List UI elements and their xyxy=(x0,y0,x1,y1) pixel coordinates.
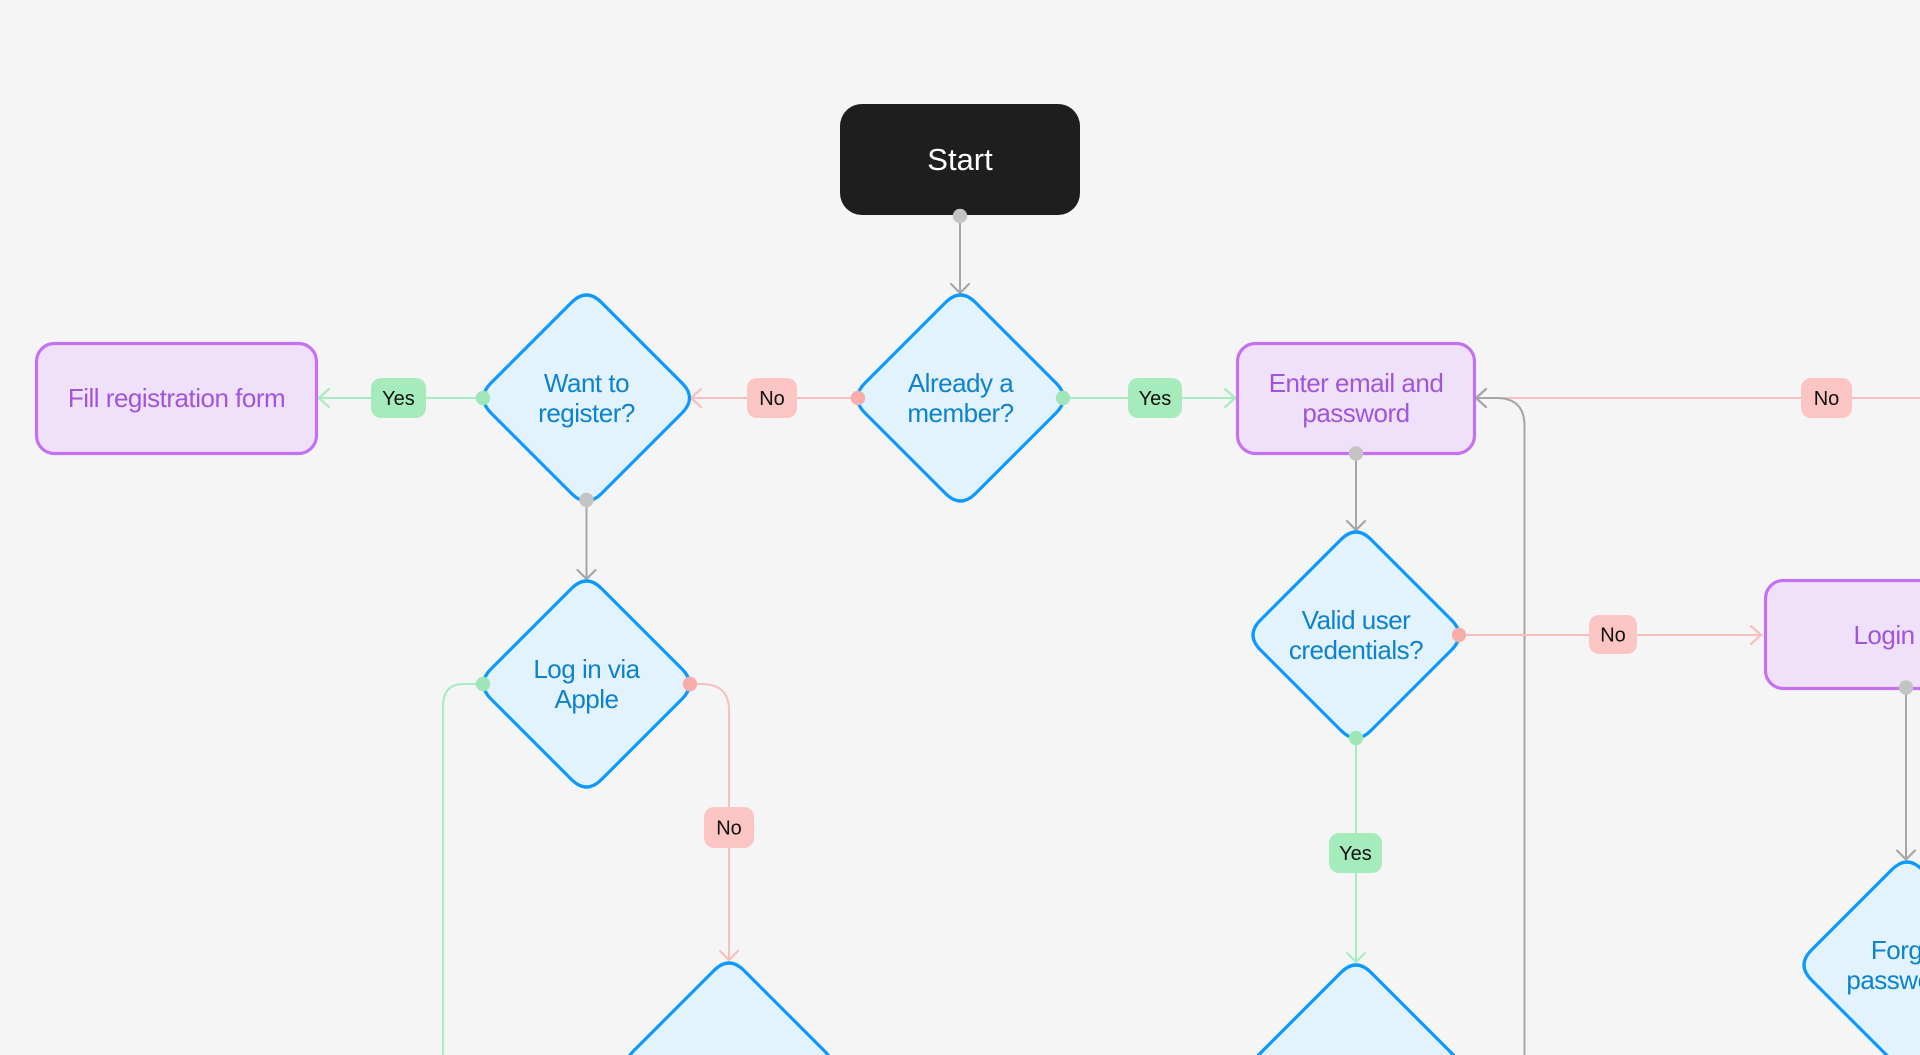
svg-text:Yes: Yes xyxy=(382,388,415,410)
svg-text:Login: Login xyxy=(1853,620,1914,650)
svg-text:Fill registration form: Fill registration form xyxy=(68,383,285,413)
svg-text:No: No xyxy=(1814,388,1840,410)
svg-text:No: No xyxy=(759,388,785,410)
svg-text:No: No xyxy=(1600,625,1626,647)
svg-text:Start: Start xyxy=(927,142,993,177)
svg-text:No: No xyxy=(716,818,742,840)
svg-text:Yes: Yes xyxy=(1139,388,1172,410)
svg-text:Yes: Yes xyxy=(1339,843,1372,865)
svg-text:Forgotpassword?: Forgotpassword? xyxy=(1846,935,1920,995)
